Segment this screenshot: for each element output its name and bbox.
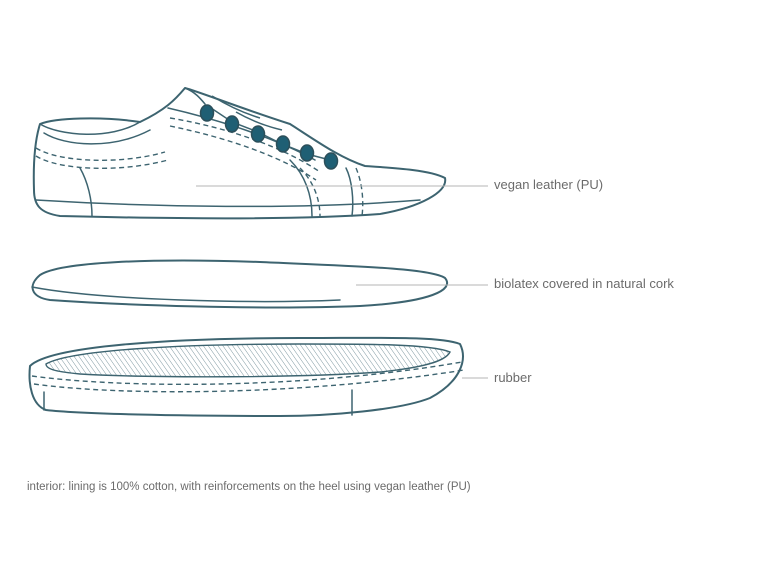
shoe-insole — [31, 259, 488, 309]
eyelet — [199, 104, 215, 122]
eyelet — [224, 115, 240, 133]
label-upper-material: vegan leather (PU) — [494, 177, 604, 192]
eyelet — [299, 144, 315, 162]
eyelet — [323, 152, 339, 170]
shoe-upper — [32, 87, 488, 220]
interior-footnote: interior: lining is 100% cotton, with re… — [27, 481, 471, 493]
eyelet — [250, 125, 266, 143]
label-sole-material: rubber — [494, 370, 532, 385]
shoe-sole — [28, 336, 488, 417]
label-insole-material: biolatex covered in natural cork — [494, 276, 674, 291]
eyelet — [275, 135, 291, 153]
